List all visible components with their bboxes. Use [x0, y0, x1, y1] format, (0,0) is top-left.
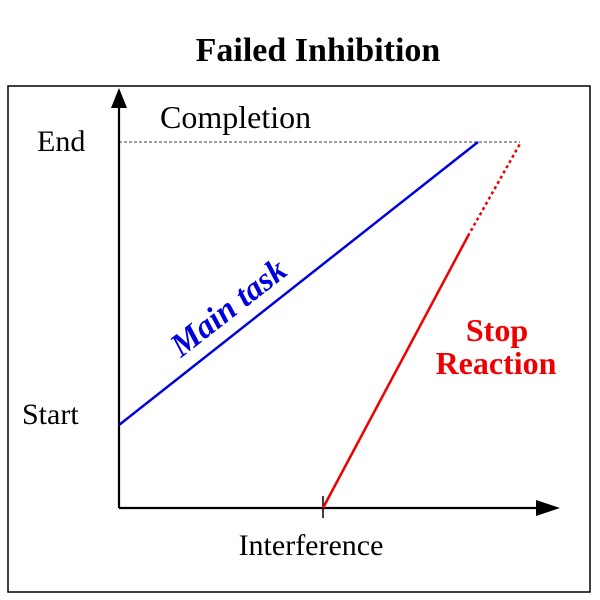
start-label: Start: [22, 398, 79, 431]
main-task-label: Main task: [163, 252, 294, 365]
diagram-title: Failed Inhibition: [196, 32, 441, 69]
interference-label: Interference: [239, 529, 384, 562]
stop-reaction-line: [321, 235, 470, 509]
stop-label: Stop: [466, 312, 528, 348]
end-label: End: [37, 125, 85, 158]
y-axis-arrowhead: [111, 88, 127, 108]
main-task-line: [118, 141, 479, 426]
x-axis-arrowhead: [536, 500, 560, 516]
completion-label: Completion: [160, 99, 311, 135]
stop-reaction-dotted-line: [466, 141, 523, 237]
reaction-label: Reaction: [436, 345, 557, 381]
diagram-frame: [7, 85, 591, 593]
